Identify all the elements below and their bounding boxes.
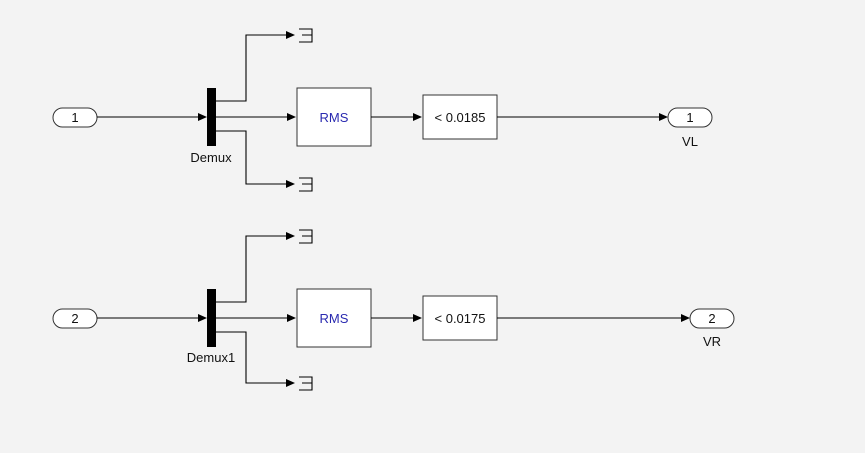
- compare-to-constant-block[interactable]: < 0.0185: [422, 94, 498, 140]
- rms-block[interactable]: RMS: [296, 288, 372, 348]
- signal-line[interactable]: [216, 331, 288, 384]
- subsystem-row-2: 2 Demux1 RMS < 0.01: [52, 229, 735, 391]
- outport-number: 2: [708, 311, 715, 326]
- signal-arrow: [413, 314, 422, 322]
- terminator-block[interactable]: [299, 229, 313, 244]
- signal-arrow: [198, 113, 207, 121]
- signal-line[interactable]: [216, 130, 288, 185]
- signal-arrow: [287, 113, 296, 121]
- terminator-block[interactable]: [299, 28, 313, 43]
- inport-block-2[interactable]: 2: [52, 308, 98, 329]
- signal-arrow: [286, 379, 295, 387]
- signal-line[interactable]: [216, 235, 288, 303]
- terminator-block[interactable]: [299, 177, 313, 192]
- subsystem-row-1: 1 Demux RMS <: [52, 28, 713, 192]
- rms-label: RMS: [320, 110, 349, 125]
- outport-block-2[interactable]: 2: [689, 308, 735, 329]
- demux-block[interactable]: [207, 289, 216, 347]
- outport-block-1[interactable]: 1: [667, 107, 713, 128]
- signal-arrow: [286, 31, 295, 39]
- compare-label: < 0.0175: [435, 311, 486, 326]
- demux-block[interactable]: [207, 88, 216, 146]
- compare-to-constant-block[interactable]: < 0.0175: [422, 295, 498, 341]
- outport-number: 1: [686, 110, 693, 125]
- demux-label: Demux: [190, 150, 232, 165]
- inport-block-1[interactable]: 1: [52, 107, 98, 128]
- signal-arrow: [287, 314, 296, 322]
- signal-arrow: [659, 113, 668, 121]
- signal-arrow: [681, 314, 690, 322]
- demux-label: Demux1: [187, 350, 235, 365]
- rms-block[interactable]: RMS: [296, 87, 372, 147]
- signal-line[interactable]: [216, 34, 288, 102]
- outport-name: VL: [682, 134, 698, 149]
- outport-name: VR: [703, 334, 721, 349]
- signal-arrow: [198, 314, 207, 322]
- terminator-block[interactable]: [299, 376, 313, 391]
- inport-number: 2: [71, 311, 78, 326]
- rms-label: RMS: [320, 311, 349, 326]
- compare-label: < 0.0185: [435, 110, 486, 125]
- signal-arrow: [413, 113, 422, 121]
- inport-number: 1: [71, 110, 78, 125]
- signal-arrow: [286, 232, 295, 240]
- signal-arrow: [286, 180, 295, 188]
